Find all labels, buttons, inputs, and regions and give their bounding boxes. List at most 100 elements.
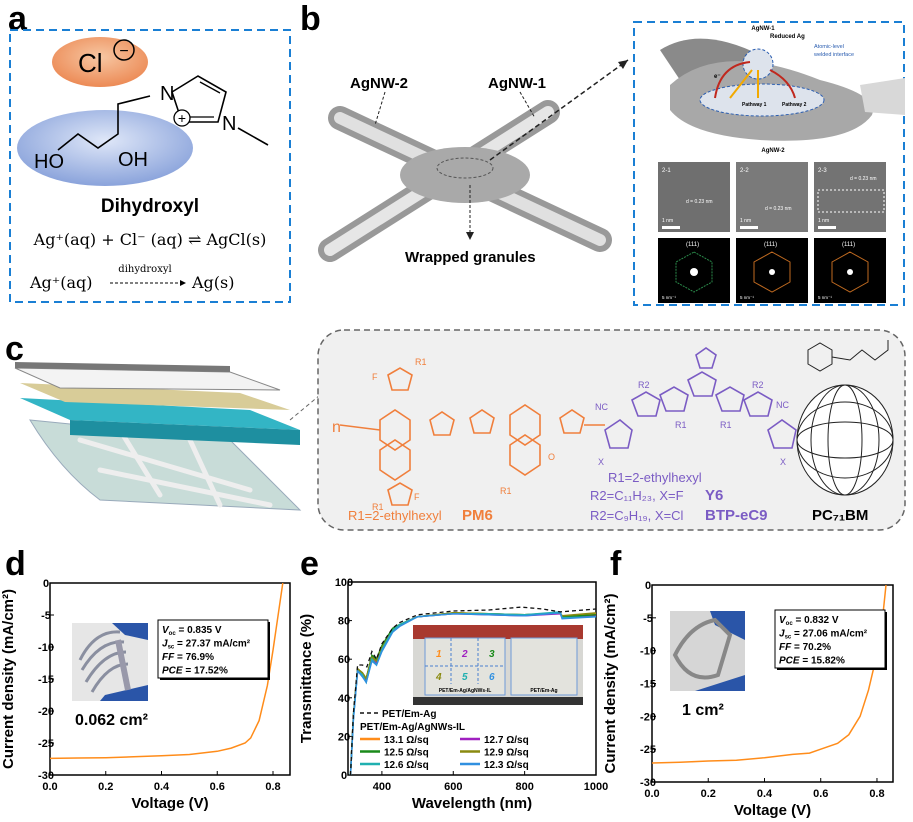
plus-charge-icon bbox=[173, 109, 191, 127]
y6-r1-text: R1=2-ethylhexyl bbox=[608, 470, 702, 485]
y-axis-title: Current density (mA/cm²) bbox=[0, 589, 17, 769]
pm6-o: O bbox=[548, 452, 555, 462]
fft-plane-3: (111) bbox=[842, 242, 855, 248]
pm6-structure: n R1 F R1 F R1 O bbox=[332, 357, 605, 512]
interface-label-1: Atomic-level bbox=[814, 44, 844, 50]
y6-r1-left: R1 bbox=[675, 420, 687, 430]
nitrogen-1: N bbox=[160, 83, 174, 105]
legend-label: 12.9 Ω/sq bbox=[484, 748, 529, 759]
parameter-j: Jsc = 27.37 mA/cm² bbox=[162, 639, 251, 651]
parameter-v: Voc = 0.832 V bbox=[779, 615, 839, 627]
y6-x-right: X bbox=[780, 457, 786, 467]
inset-region-5: 5 bbox=[462, 672, 468, 683]
series-line-12-3-sq bbox=[349, 612, 596, 775]
tem-label-2: 2-2 bbox=[740, 168, 749, 174]
pm6-r1-bottom: R1 bbox=[372, 502, 384, 512]
electron-label: e⁻ bbox=[714, 74, 721, 80]
y-tick-label: 40 bbox=[338, 693, 350, 705]
tem-label-3: 2-3 bbox=[818, 168, 827, 174]
minus-charge-text: − bbox=[119, 43, 128, 60]
device-area-f: 1 cm² bbox=[682, 702, 724, 719]
y6-x-left: X bbox=[598, 457, 604, 467]
panel-label-a: a bbox=[8, 0, 28, 38]
btp-r2-text: R2=C₉H₁₉, X=Cl bbox=[590, 508, 684, 523]
x-tick-label: 400 bbox=[373, 781, 391, 793]
equation-2-right: Ag(s) bbox=[191, 273, 235, 292]
y-tick-label: -10 bbox=[640, 646, 656, 658]
legend-label: 12.6 Ω/sq bbox=[384, 760, 429, 771]
y-tick-label: -25 bbox=[640, 744, 656, 756]
y-tick-label: -25 bbox=[38, 738, 54, 750]
inset-region-1: 1 bbox=[436, 649, 442, 660]
pm6-r1-top: R1 bbox=[415, 357, 427, 367]
y-tick-label: -20 bbox=[38, 706, 54, 718]
d-spacing-1: d = 0.23 nm bbox=[686, 199, 713, 205]
legend-label: 13.1 Ω/sq bbox=[384, 735, 429, 746]
inset-left-label: PET/Em-Ag/AgNWs-IL bbox=[439, 688, 492, 694]
inset-right-label: PET/Em-Ag bbox=[530, 688, 557, 694]
pm6-name: PM6 bbox=[462, 507, 493, 524]
x-tick-label: 0.2 bbox=[701, 788, 716, 800]
y-tick-label: 60 bbox=[338, 654, 350, 666]
alkyl-chain bbox=[57, 95, 151, 151]
minus-charge-icon bbox=[113, 39, 135, 61]
inset-region-6: 6 bbox=[489, 672, 495, 683]
tem-images: 2-1 2-2 2-3 d = 0.23 nm d = 0.23 nm d = … bbox=[658, 162, 886, 232]
fft-scale-3: 5 nm⁻¹ bbox=[818, 295, 832, 300]
x-tick-label: 0.2 bbox=[98, 781, 113, 793]
device-area-d: 0.062 cm² bbox=[75, 712, 148, 729]
active-layer bbox=[20, 398, 300, 430]
x-tick-label: 600 bbox=[444, 781, 462, 793]
dashed-box-b bbox=[633, 21, 905, 306]
fft-scale-2: 5 nm⁻¹ bbox=[740, 295, 754, 300]
reduced-ag-label: Reduced Ag bbox=[770, 34, 805, 40]
equation-1: Ag⁺(aq) + Cl⁻ (aq) ⇌ AgCl(s) bbox=[33, 230, 267, 249]
panel-a: a Cl − HO OH N N + Dihydroxyl Ag⁺(aq) + … bbox=[8, 0, 291, 303]
zoom-agnw2: AgNW-2 bbox=[761, 148, 785, 154]
inset-region-2: 2 bbox=[461, 649, 468, 660]
parameter-v: Voc = 0.835 V bbox=[162, 625, 222, 637]
pathway-1-label: Pathway 1 bbox=[742, 102, 767, 108]
nitrogen-2: N bbox=[222, 113, 236, 135]
agnw-1-label: AgNW-1 bbox=[488, 75, 546, 92]
y-tick-label: -30 bbox=[640, 777, 656, 789]
device-photo-d bbox=[72, 623, 148, 701]
y6-r2-text: R2=C₁₁H₂₃, X=F bbox=[590, 488, 684, 503]
y-tick-label: -5 bbox=[41, 610, 51, 622]
series-line-j-v bbox=[50, 583, 284, 760]
pm6-substituent: R1=2-ethylhexyl bbox=[348, 508, 442, 523]
tem-scale-3: 1 nm bbox=[818, 218, 829, 224]
y-tick-label: -5 bbox=[643, 613, 653, 625]
dashed-box-a bbox=[9, 29, 291, 303]
btp-ec9-name: BTP-eC9 bbox=[705, 507, 768, 524]
y6-cn-left: NC bbox=[595, 402, 608, 412]
dihydroxyl-ellipse bbox=[17, 110, 193, 186]
panel-label-f: f bbox=[610, 545, 622, 583]
chloride-ellipse bbox=[52, 37, 148, 87]
pc71bm-name: PC₇₁BM bbox=[812, 507, 868, 524]
wrapped-granules-label: Wrapped granules bbox=[405, 249, 536, 266]
y-tick-label: -15 bbox=[38, 674, 54, 686]
panel-c: c bbox=[5, 329, 906, 531]
y-tick-label: -15 bbox=[640, 679, 656, 691]
chart-overlays: d e f 0.062 cm² 1 2 3 4 5 6 PET/Em-Ag/Ag… bbox=[5, 545, 887, 771]
x-tick-label: 0.8 bbox=[869, 788, 884, 800]
legend-group-title: PET/Em-Ag/AgNWs-IL bbox=[360, 722, 465, 733]
y-tick-label: 20 bbox=[338, 731, 350, 743]
fft-plane-1: (111) bbox=[686, 242, 699, 248]
pc71bm-structure bbox=[796, 340, 894, 496]
x-tick-label: 0.6 bbox=[210, 781, 225, 793]
pm6-r1-right: R1 bbox=[500, 486, 512, 496]
junction-zoom-schematic: AgNW-1 AgNW-2 Reduced Ag Atomic-level we… bbox=[660, 26, 905, 154]
y-tick-label: -30 bbox=[38, 770, 54, 782]
tem-image-1 bbox=[658, 162, 730, 232]
parameter-pce: PCE = 15.82% bbox=[779, 656, 845, 667]
x-axis-title: Wavelength (nm) bbox=[412, 795, 532, 812]
y-tick-label: 0 bbox=[43, 578, 49, 590]
parameter-pce: PCE = 17.52% bbox=[162, 666, 228, 677]
parameters-box bbox=[774, 609, 886, 669]
y6-r1-right: R1 bbox=[720, 420, 732, 430]
tem-image-3 bbox=[814, 162, 886, 232]
